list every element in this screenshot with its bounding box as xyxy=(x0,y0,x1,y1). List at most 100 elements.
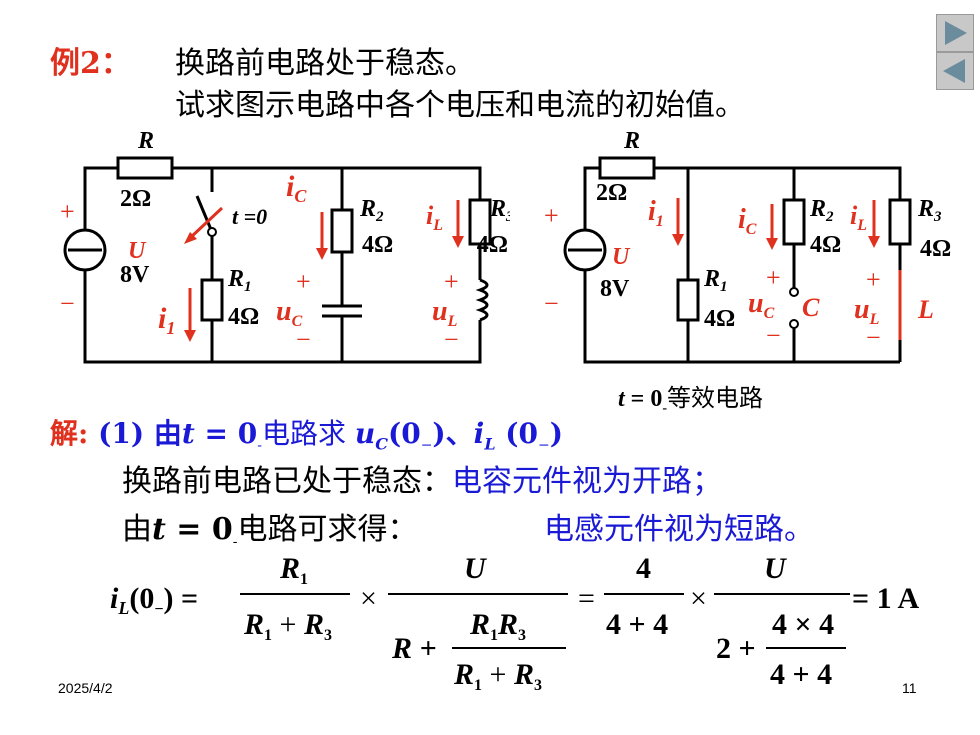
i1-label: i xyxy=(648,196,656,227)
svg-text:R1: R1 xyxy=(279,552,308,588)
R1-sub: 1 xyxy=(720,279,728,295)
uL-minus: − xyxy=(866,323,881,352)
svg-text:R1: R1 xyxy=(703,266,728,295)
R2-label: R xyxy=(359,196,376,222)
caption-text: 等效电路 xyxy=(667,385,763,412)
caption-eq: = 0 xyxy=(625,386,663,412)
R2-value: 4Ω xyxy=(810,232,841,258)
i1-label: i xyxy=(158,302,167,335)
svg-text:4 + 4: 4 + 4 xyxy=(606,608,668,641)
R3-value: 4Ω xyxy=(477,232,508,258)
R-value: 2Ω xyxy=(120,186,151,212)
R2-label: R xyxy=(809,196,826,222)
svg-text:t = 0-等效电路: t = 0-等效电路 xyxy=(618,385,763,416)
R-label: R xyxy=(623,128,640,154)
footer-date: 2025/4/2 xyxy=(58,680,113,696)
uL-plus: + xyxy=(444,267,459,296)
R-value: 2Ω xyxy=(596,180,627,206)
play-left-icon xyxy=(943,59,965,83)
uL-label: u xyxy=(432,296,448,327)
solution-line-1: 解: (1) 由t = 0-电路求 uC(0−)、iL (0−) xyxy=(50,417,564,454)
solution-line-3-note: 电感元件视为短路。 xyxy=(544,512,814,547)
R2-sub: 2 xyxy=(375,209,384,225)
svg-text:R +: R + xyxy=(391,632,437,665)
circuit-diagram-equivalent: R 2Ω + − U 8V i1 iC R2 4Ω iL R3 4Ω R1 4Ω… xyxy=(544,128,951,416)
svg-text:R1: R1 xyxy=(227,266,252,295)
source-plus: + xyxy=(60,197,75,226)
iL-label: i xyxy=(426,201,434,230)
svg-text:R2: R2 xyxy=(359,196,384,225)
svg-text:U: U xyxy=(464,552,487,585)
R3-label: R3 xyxy=(489,196,510,225)
svg-text:= 1 A: = 1 A xyxy=(852,582,919,615)
iC-sub: C xyxy=(294,186,307,206)
svg-text:i1: i1 xyxy=(648,196,664,230)
uL-minus: − xyxy=(444,325,459,354)
svg-text:uL: uL xyxy=(432,296,458,330)
U-value: 8V xyxy=(600,276,630,302)
svg-text:×: × xyxy=(690,582,707,615)
iL-sub: L xyxy=(432,217,443,234)
title-line-1: 换路前电路处于稳态。 xyxy=(175,46,475,81)
svg-text:=: = xyxy=(578,582,595,615)
R2-sub: 2 xyxy=(825,209,834,225)
R2-value: 4Ω xyxy=(362,232,393,258)
source-plus: + xyxy=(544,201,559,230)
uC-plus: + xyxy=(766,263,781,292)
svg-text:R1 + R3: R1 + R3 xyxy=(453,658,542,694)
U-value: 8V xyxy=(120,262,150,288)
R-label: R xyxy=(137,128,154,154)
svg-text:2 +: 2 + xyxy=(716,632,756,665)
R3-label: R xyxy=(917,196,934,222)
formula: iL(0−) = R1 R1 + R3 × U R + R1R3 R1 + R3… xyxy=(110,552,919,694)
R1-label: R xyxy=(227,266,244,292)
R1-sub: 1 xyxy=(244,279,252,295)
uL-label: u xyxy=(854,294,870,325)
iC-label: i xyxy=(738,204,746,235)
svg-text:×: × xyxy=(360,582,377,615)
uC-plus: + xyxy=(296,267,311,296)
source-minus: − xyxy=(544,289,559,318)
svg-text:uC: uC xyxy=(276,296,303,330)
svg-text:R1 + R3: R1 + R3 xyxy=(243,608,332,644)
i1-sub: 1 xyxy=(656,213,664,230)
svg-text:R1R3: R1R3 xyxy=(469,608,526,644)
R1-label: R xyxy=(703,266,720,292)
page-number: 11 xyxy=(902,680,917,696)
svg-text:i1: i1 xyxy=(158,302,175,338)
uC-label: u xyxy=(276,296,292,327)
prev-slide-button[interactable] xyxy=(936,52,974,90)
svg-text:iL(0−) =: iL(0−) = xyxy=(110,582,198,618)
svg-text:iC: iC xyxy=(738,204,757,238)
uC-label: u xyxy=(748,288,764,319)
svg-text:uC: uC xyxy=(748,288,775,322)
R3-sub: 3 xyxy=(933,209,942,225)
uL-sub: L xyxy=(447,313,458,330)
next-slide-button[interactable] xyxy=(936,14,974,52)
R3-value: 4Ω xyxy=(920,236,951,262)
source-minus: − xyxy=(60,289,75,318)
solution-line-3: 由t = 0-电路可求得： xyxy=(122,512,418,550)
U-label: U xyxy=(612,244,631,270)
title-line-2: 试求图示电路中各个电压和电流的初始值。 xyxy=(175,88,745,123)
R1-value: 4Ω xyxy=(704,306,735,332)
svg-text:4: 4 xyxy=(636,552,651,585)
iL-sub: L xyxy=(856,217,867,234)
example-label: 例2： xyxy=(50,46,131,81)
caption-t: t xyxy=(618,386,626,412)
play-right-icon xyxy=(945,21,967,45)
iC-sub: C xyxy=(746,221,757,238)
i1-sub: 1 xyxy=(166,318,175,338)
svg-text:iL: iL xyxy=(850,201,867,234)
svg-text:4 + 4: 4 + 4 xyxy=(770,658,832,691)
uC-minus: − xyxy=(766,321,781,350)
svg-text:iL: iL xyxy=(426,201,443,234)
iL-label: i xyxy=(850,201,858,230)
uC-sub: C xyxy=(764,305,775,322)
svg-text:4 × 4: 4 × 4 xyxy=(772,608,834,641)
caption-sub: - xyxy=(662,401,667,416)
uL-plus: + xyxy=(866,265,881,294)
U-label: U xyxy=(128,238,147,264)
uC-minus: − xyxy=(296,325,311,354)
iC-label: i xyxy=(286,170,295,203)
